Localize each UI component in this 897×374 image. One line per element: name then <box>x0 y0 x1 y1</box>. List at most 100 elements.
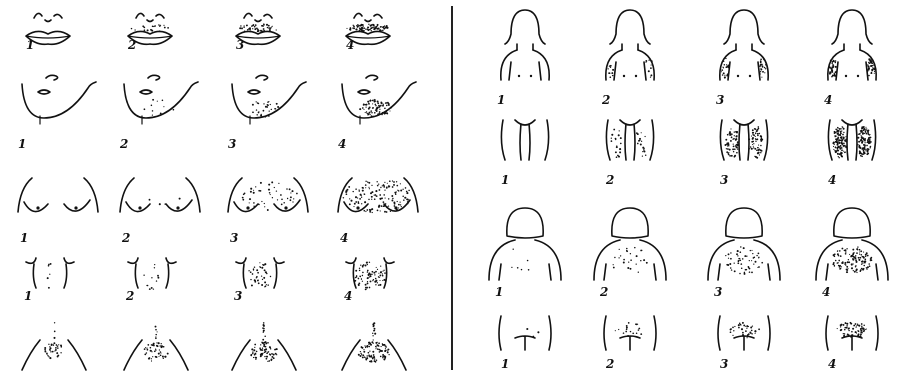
neck <box>736 44 752 50</box>
neck <box>517 44 533 50</box>
nose-tip <box>365 20 371 22</box>
mouth <box>140 90 152 94</box>
crotch <box>515 120 535 125</box>
grade-label: 4 <box>346 38 354 52</box>
arms <box>614 62 646 80</box>
cleft <box>620 336 640 350</box>
outer-thigh <box>501 120 548 160</box>
grade-label: 3 <box>228 137 236 151</box>
nose <box>46 75 58 80</box>
hair-head <box>832 10 872 44</box>
hair-head <box>505 10 545 44</box>
nose <box>366 75 378 80</box>
chin-grade-1-figure: 1 <box>18 75 96 151</box>
grade-label: 2 <box>599 285 608 299</box>
grade-label: 2 <box>121 231 130 245</box>
grade-label: 4 <box>828 357 836 371</box>
hips <box>124 340 188 370</box>
nostrils <box>244 13 272 18</box>
upper-back-grade-1-figure: 1 <box>489 208 561 299</box>
lower-back-grade-2-figure: 2 <box>604 316 656 371</box>
back-hair <box>613 247 648 273</box>
arm-hair <box>608 65 615 78</box>
thigh-grade-3-figure: 3 <box>720 120 768 187</box>
chin-hair <box>359 99 392 117</box>
upper-abdomen-grade-3-figure: 3 <box>234 258 284 303</box>
chin-grade-2-figure: 2 <box>119 75 198 151</box>
grade-label: 3 <box>236 38 244 52</box>
shoulders <box>501 50 549 80</box>
pubic-hair <box>144 342 169 361</box>
thigh-hair <box>832 126 847 158</box>
abdomen-hair <box>248 262 271 287</box>
upper-lip-grade-4-figure: 4 <box>346 13 390 52</box>
lower-abdomen-grade-4-figure <box>342 322 406 370</box>
grade-label: 2 <box>601 93 610 107</box>
arms <box>120 178 200 212</box>
lower-back-hair <box>615 322 642 337</box>
grade-label: 1 <box>26 38 34 52</box>
grade-label: 1 <box>24 289 32 303</box>
chest-grade-2-figure: 2 <box>120 178 200 245</box>
chest-hair <box>343 180 410 213</box>
arms <box>509 62 541 80</box>
thigh-hair <box>724 128 738 157</box>
hair-back-of-head <box>507 208 543 238</box>
upper-arm-grade-1-figure: 1 <box>497 10 549 107</box>
nose <box>256 75 268 80</box>
lower-back-grade-3-figure: 3 <box>718 316 770 371</box>
back-hair <box>725 246 763 275</box>
midline-hair <box>372 322 376 340</box>
grade-label: 2 <box>127 38 136 52</box>
nose-tip <box>45 20 51 22</box>
jawline <box>22 82 96 118</box>
breasts <box>126 200 192 212</box>
arms <box>836 62 868 80</box>
chest-grade-4-figure: 4 <box>338 178 418 245</box>
arms <box>228 178 308 212</box>
lower-abdomen-grade-1-figure <box>22 322 86 370</box>
grade-label: 1 <box>18 137 26 151</box>
grade-label: 1 <box>501 173 509 187</box>
chest-grade-3-figure: 3 <box>228 178 308 245</box>
hair-back-of-head <box>834 208 870 238</box>
back-arms <box>604 264 656 280</box>
ribcage-top <box>128 258 176 263</box>
upper-abdomen-grade-1-figure: 1 <box>24 258 74 303</box>
abdomen-hair <box>143 264 159 290</box>
pubic-hair <box>44 342 62 359</box>
thigh-hair <box>857 126 871 157</box>
chin-grade-4-figure: 4 <box>338 75 416 151</box>
crotch <box>842 120 862 125</box>
nipple <box>176 206 179 209</box>
grade-label: 2 <box>119 137 128 151</box>
cleft <box>515 336 535 350</box>
nipple <box>284 206 287 209</box>
chest-hair <box>242 181 298 211</box>
lower-abdomen-grade-3-figure <box>232 322 296 370</box>
inner-thigh <box>625 124 635 160</box>
hair-back-of-head <box>726 208 762 238</box>
grade-label: 2 <box>605 173 614 187</box>
nostrils <box>136 13 164 18</box>
grade-label: 1 <box>501 357 509 371</box>
pubic-hair <box>250 341 278 362</box>
chin-hair <box>144 99 175 116</box>
inner-thigh <box>739 124 749 160</box>
midline-hair <box>53 322 55 339</box>
nostrils <box>354 13 382 18</box>
back-hair <box>511 249 529 271</box>
hair-head <box>724 10 764 44</box>
moustache-hair <box>131 24 169 32</box>
hair-head <box>610 10 650 44</box>
thigh-grade-2-figure: 2 <box>605 120 654 187</box>
upper-lip-grade-2-figure: 2 <box>127 13 172 52</box>
upper-arm-grade-2-figure: 2 <box>601 10 654 107</box>
nose <box>148 75 160 80</box>
thigh-hair <box>636 132 646 157</box>
arms <box>18 178 98 212</box>
ribcage-top <box>26 258 74 263</box>
crotch <box>620 120 640 125</box>
